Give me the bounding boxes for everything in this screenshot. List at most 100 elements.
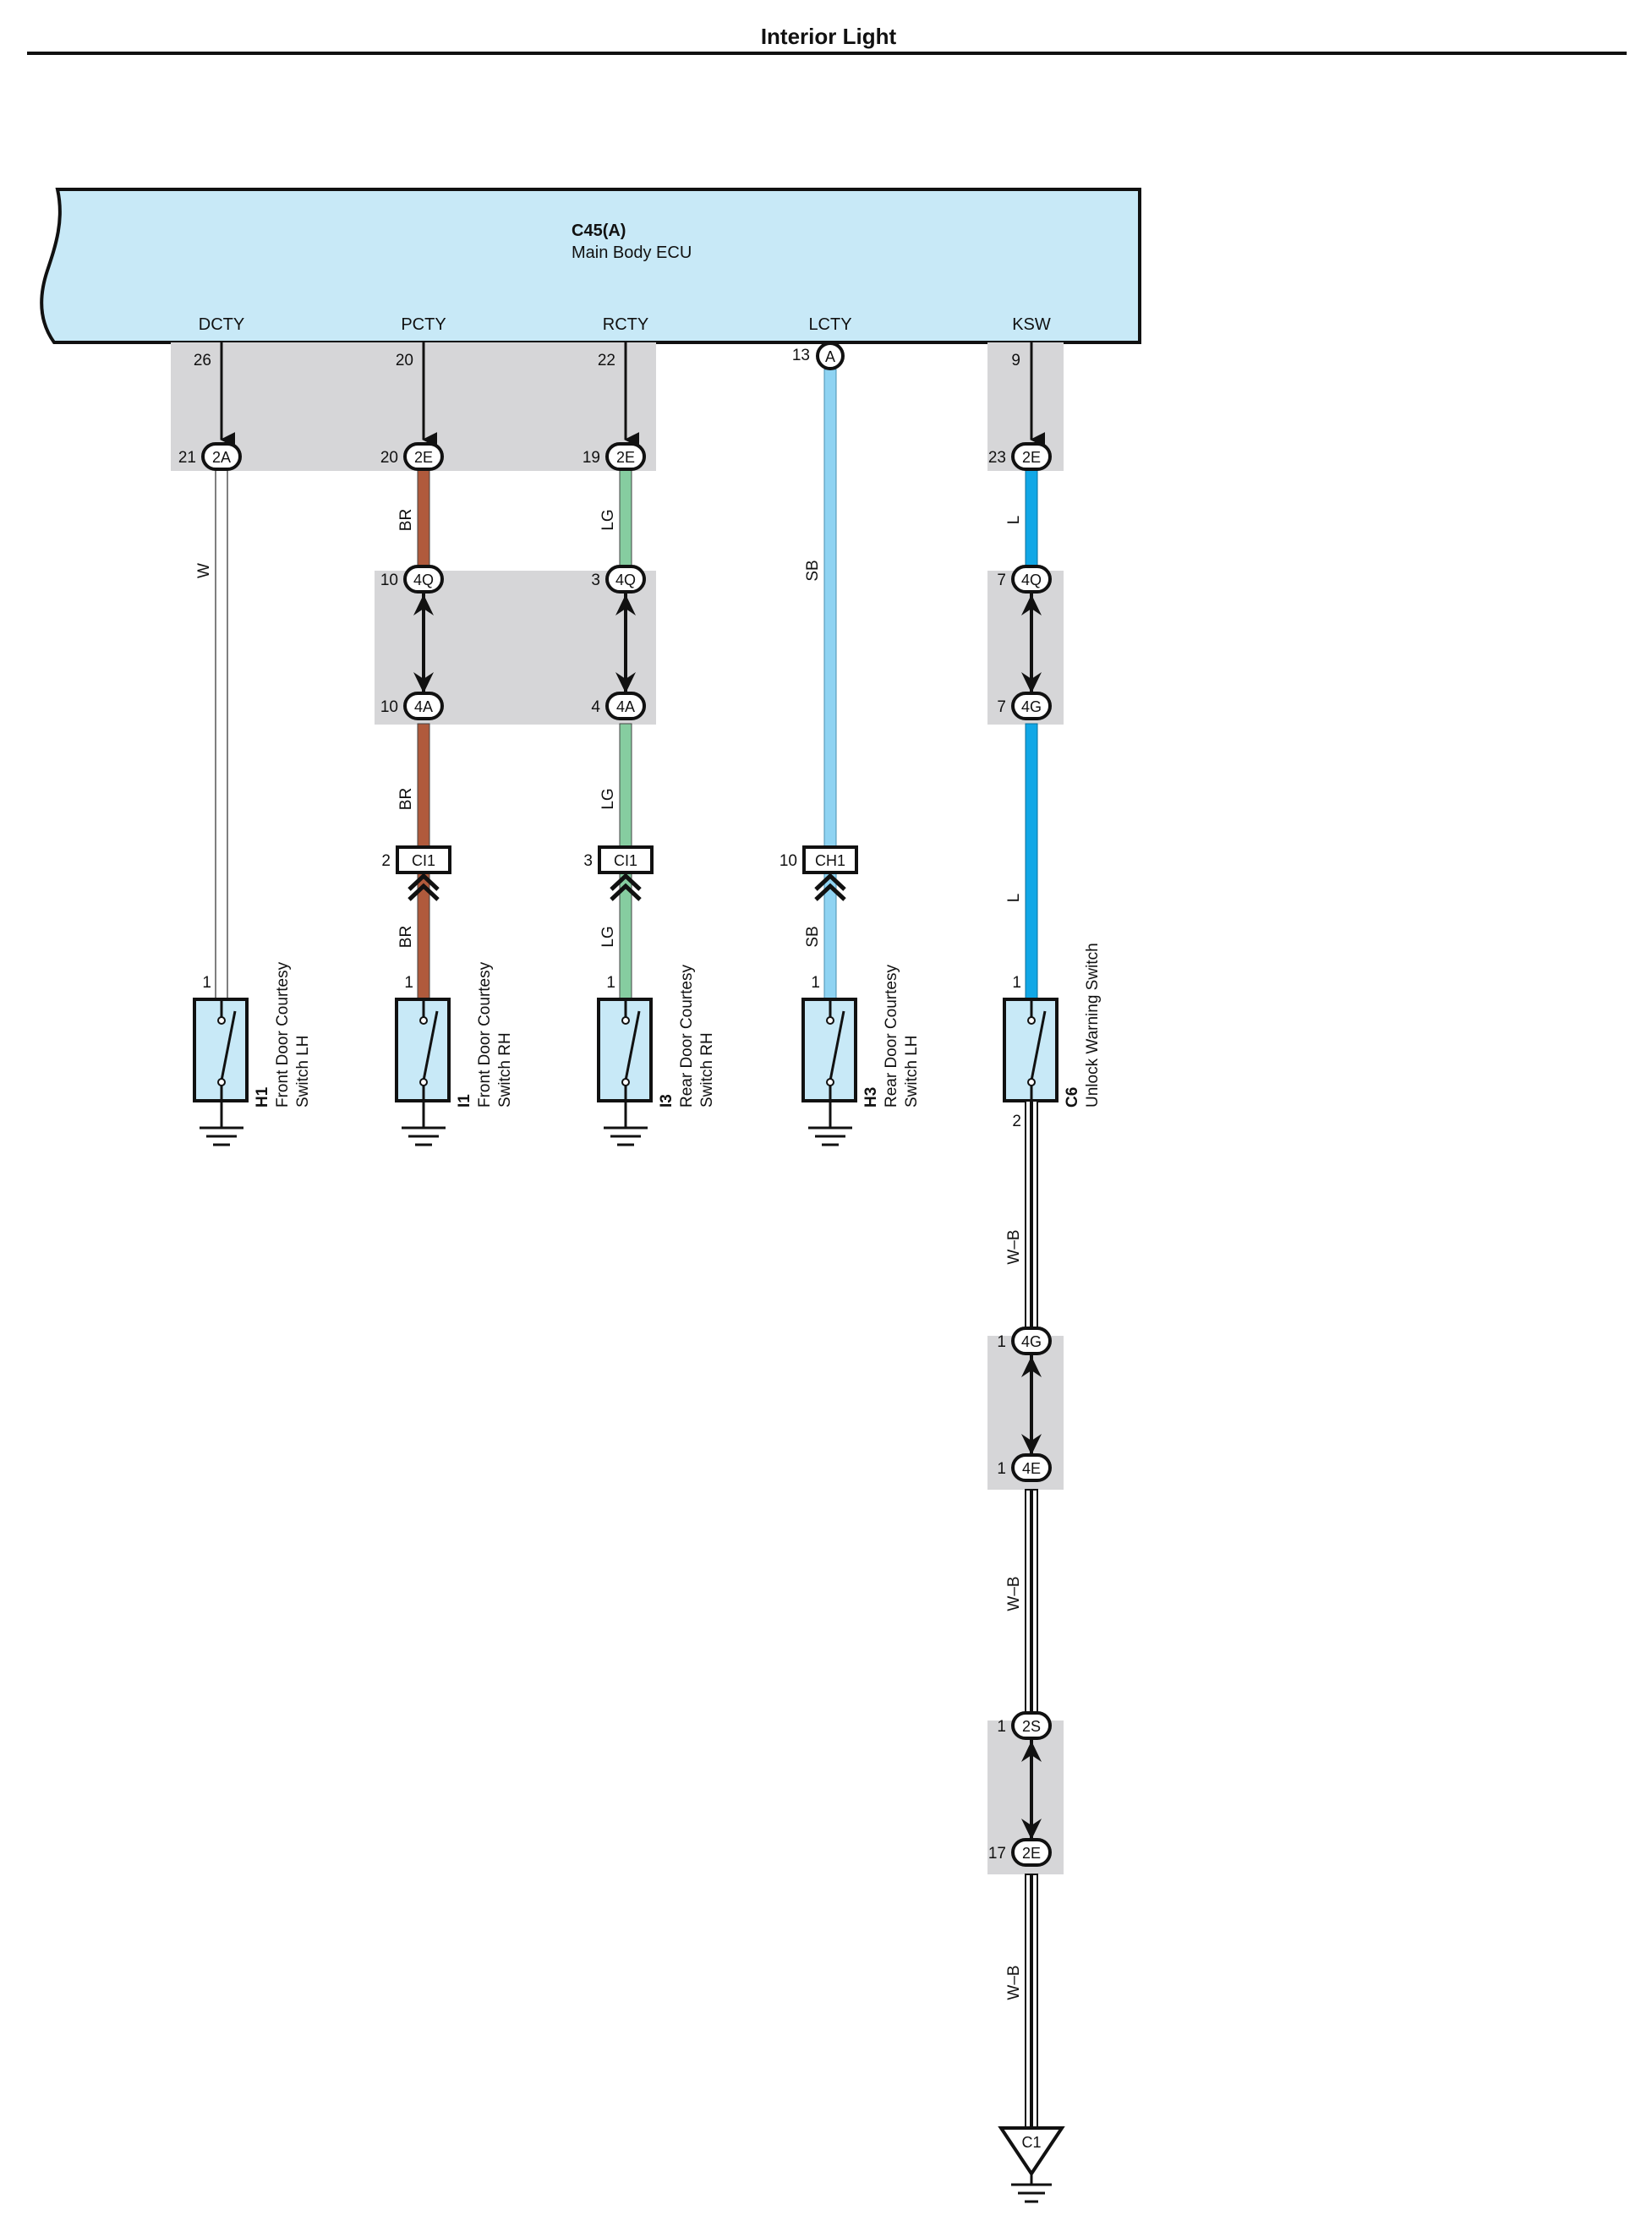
column-lcty: LCTY 13 A SB SB CH1 10 xyxy=(780,315,858,1007)
wire-wb-1[interactable] xyxy=(1025,1100,1038,1337)
connector-pin: 10 xyxy=(380,698,398,716)
connector-pin: 10 xyxy=(780,852,797,870)
wire-label: W xyxy=(195,563,213,578)
signal-label: LCTY xyxy=(808,315,851,334)
column-rcty: RCTY 22 LG LG LG 2E 19 4Q 3 4A 4 CI1 3 xyxy=(583,315,654,1007)
connector-pin: 7 xyxy=(997,572,1006,589)
connector-pin: 3 xyxy=(583,852,593,870)
connector-pin: 23 xyxy=(988,449,1006,467)
svg-text:2S: 2S xyxy=(1022,1718,1041,1735)
switch-id: H3 xyxy=(862,1087,880,1108)
connector-ci1[interactable]: CI1 xyxy=(396,845,451,874)
connector-ci1[interactable]: CI1 xyxy=(598,845,654,874)
switch-h3[interactable]: 1 H3 Rear Door Courtesy Switch LH xyxy=(801,965,921,1146)
svg-text:2E: 2E xyxy=(414,449,433,466)
arrow-up xyxy=(1021,1356,1042,1377)
svg-text:A: A xyxy=(825,348,835,365)
connector-4g[interactable]: 4G xyxy=(1011,1327,1052,1355)
connector-4g[interactable]: 4G xyxy=(1011,692,1052,720)
wire-label: BR xyxy=(397,926,415,948)
wire-l-1[interactable] xyxy=(1025,469,1038,571)
wire-wb-3[interactable] xyxy=(1025,1874,1038,2129)
svg-text:2E: 2E xyxy=(1022,449,1041,466)
connector-pin: 20 xyxy=(380,449,398,467)
signal-label: KSW xyxy=(1012,315,1051,334)
switch-i1[interactable]: 1 I1 Front Door Courtesy Switch RH xyxy=(395,961,514,1146)
wire-sb-1[interactable] xyxy=(823,369,837,849)
wire-br-2[interactable] xyxy=(417,723,430,849)
connector-2a[interactable]: 2A xyxy=(201,442,242,471)
signal-label: DCTY xyxy=(199,315,244,334)
switch-id: H1 xyxy=(254,1086,271,1108)
ecu-id: C45(A) xyxy=(572,222,626,240)
ground-run: W–B W–B W–B 4G 1 4E 1 2S 1 2E 17 xyxy=(988,1100,1065,2203)
wire-br-1[interactable] xyxy=(417,469,430,571)
arrow-down xyxy=(413,672,434,693)
wire-wb-2[interactable] xyxy=(1025,1489,1038,1721)
connector-4a[interactable]: 4A xyxy=(605,692,646,720)
connector-ch1[interactable]: CH1 xyxy=(802,845,858,874)
wire-label: LG xyxy=(599,509,617,530)
connector-4a[interactable]: 4A xyxy=(403,692,444,720)
connector-4q[interactable]: 4Q xyxy=(1011,565,1052,594)
ecu-pin: 20 xyxy=(396,352,413,369)
switch-label-1: Front Door Courtesy xyxy=(476,961,494,1108)
svg-text:2A: 2A xyxy=(212,449,231,466)
connector-2s[interactable]: 2S xyxy=(1011,1711,1052,1740)
connector-pin: 3 xyxy=(591,572,600,589)
wire-label: W–B xyxy=(1005,1229,1023,1264)
switch-c6[interactable]: 1 2 C6 Unlock Warning Switch xyxy=(1003,943,1102,1130)
switch-pin: 1 xyxy=(404,974,413,992)
svg-text:4Q: 4Q xyxy=(413,572,434,588)
switch-pin-bottom: 2 xyxy=(1012,1113,1021,1130)
ecu-circle-connector[interactable]: A xyxy=(816,342,845,370)
connector-4e[interactable]: 4E xyxy=(1011,1453,1052,1482)
connector-2e[interactable]: 2E xyxy=(1011,442,1052,471)
connector-4q[interactable]: 4Q xyxy=(605,565,646,594)
wire-label: LG xyxy=(599,788,617,809)
switch-h1[interactable]: 1 H1 Front Door Courtesy Switch LH xyxy=(193,961,312,1146)
ecu-pin: 22 xyxy=(598,352,615,369)
connector-2e[interactable]: 2E xyxy=(605,442,646,471)
connector-4q[interactable]: 4Q xyxy=(403,565,444,594)
svg-text:4A: 4A xyxy=(414,698,433,715)
wire-label: SB xyxy=(804,926,822,947)
switch-label-2: Switch LH xyxy=(294,1035,312,1108)
switch-pin: 1 xyxy=(1012,974,1021,992)
arrow-up xyxy=(1021,594,1042,615)
switch-i3[interactable]: 1 I3 Rear Door Courtesy Switch RH xyxy=(597,965,716,1146)
switch-pin: 1 xyxy=(606,974,615,992)
switch-label-1: Rear Door Courtesy xyxy=(678,965,696,1108)
svg-text:C1: C1 xyxy=(1021,2134,1041,2151)
wire-lg-1[interactable] xyxy=(619,469,632,571)
ecu-pin: 13 xyxy=(792,347,810,364)
switches: 1 H1 Front Door Courtesy Switch LH 1 xyxy=(193,943,1102,1146)
wire-label: SB xyxy=(804,560,822,581)
arrow-down xyxy=(1021,1819,1042,1840)
ground-point-c1[interactable]: C1 xyxy=(998,2126,1065,2203)
svg-text:4G: 4G xyxy=(1021,1333,1042,1350)
wire-lg-2[interactable] xyxy=(619,723,632,849)
connector-2e[interactable]: 2E xyxy=(1011,1838,1052,1867)
svg-text:4E: 4E xyxy=(1022,1460,1041,1477)
wire-label: W–B xyxy=(1005,1576,1023,1611)
switch-label-2: Switch LH xyxy=(903,1035,921,1108)
ecu-box xyxy=(40,188,1141,344)
arrow-up xyxy=(413,594,434,615)
connector-pin: 19 xyxy=(583,449,600,467)
connector-pin: 10 xyxy=(380,572,398,589)
connector-pin: 4 xyxy=(591,698,600,716)
arrow-up xyxy=(615,594,636,615)
svg-text:CI1: CI1 xyxy=(614,852,637,869)
connector-pin: 1 xyxy=(997,1333,1006,1351)
wire-label: BR xyxy=(397,788,415,810)
ecu-pin: 26 xyxy=(194,352,211,369)
connector-2e[interactable]: 2E xyxy=(403,442,444,471)
switch-label-2: Switch RH xyxy=(496,1032,514,1108)
wire-w[interactable] xyxy=(215,469,228,1008)
svg-text:4G: 4G xyxy=(1021,698,1042,715)
switch-label-2: Switch RH xyxy=(698,1032,716,1108)
signal-label: PCTY xyxy=(401,315,446,334)
wire-l-2[interactable] xyxy=(1025,723,1038,1007)
double-chevron xyxy=(610,873,642,901)
